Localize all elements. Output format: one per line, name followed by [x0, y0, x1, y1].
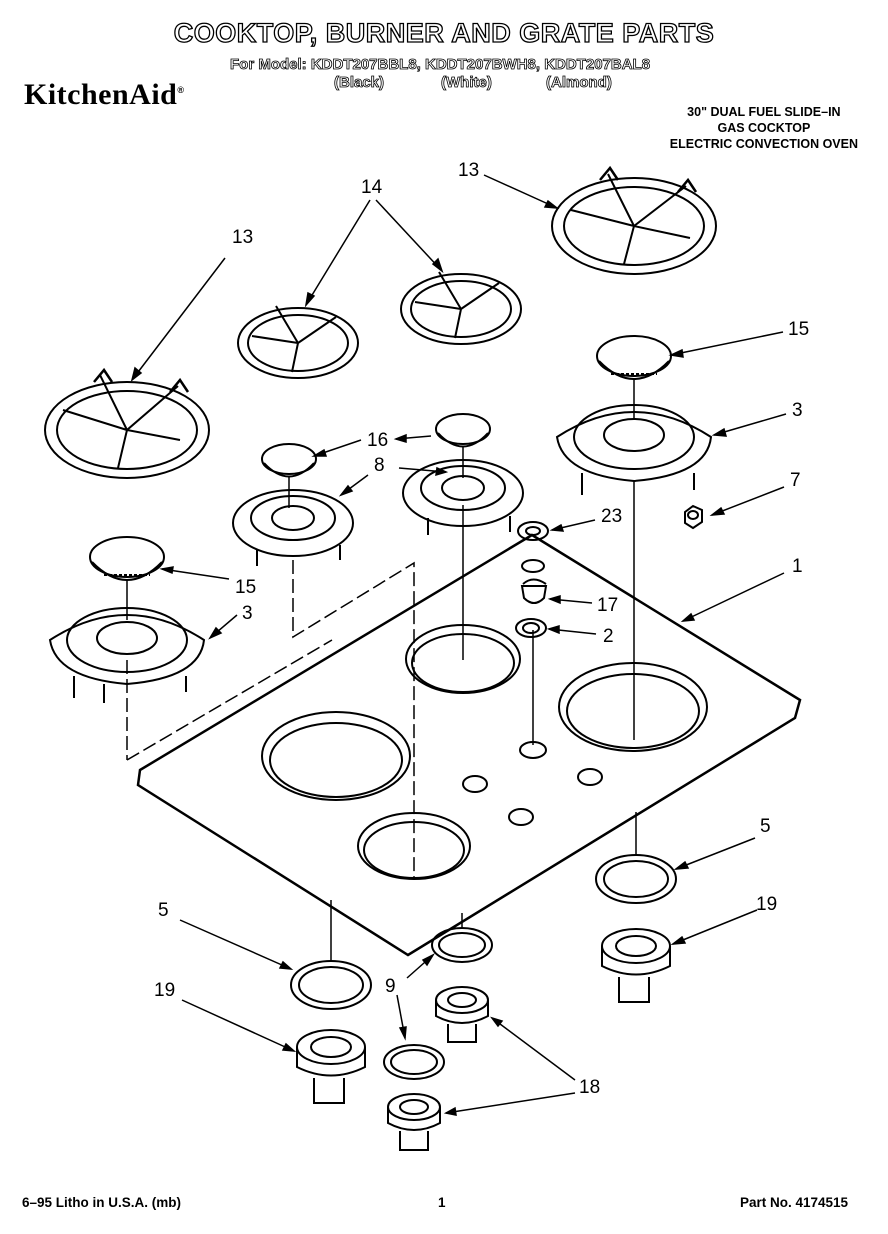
burner-cap-large-left: [89, 536, 165, 581]
callout-9: 9: [385, 976, 396, 997]
page-title: COOKTOP, BURNER AND GRATE PARTS: [173, 17, 715, 48]
page-number: 1: [438, 1195, 446, 1210]
gasket-small-upper: [431, 927, 493, 963]
callout-1: 1: [792, 556, 803, 577]
callout-3: 3: [792, 400, 803, 421]
burner-head-left: [296, 1029, 366, 1104]
nut: [684, 504, 703, 530]
grate-rear-right: [551, 165, 717, 275]
color-black: (Black): [334, 74, 385, 92]
burner-base-small-left: [232, 489, 354, 566]
grate-small-left: [237, 305, 359, 379]
description-line: ELECTRIC CONVECTION OVEN: [669, 137, 858, 151]
leader-lines: [130, 174, 787, 1116]
burner-cap-small-left: [261, 443, 317, 478]
part-number: Part No. 4174515: [740, 1195, 849, 1210]
callout-15: 15: [788, 319, 809, 340]
orifice-elbow: [520, 559, 548, 604]
litho-note: 6–95 Litho in U.S.A. (mb): [22, 1195, 182, 1210]
brand-logo: KitchenAid®: [24, 78, 185, 111]
callout-2: 2: [603, 626, 614, 647]
callout-8: 8: [374, 455, 385, 476]
callout-17: 17: [597, 595, 618, 616]
callout-13: 13: [458, 160, 479, 181]
callout-16: 16: [367, 430, 388, 451]
model-list: For Model: KDDT207BBL8, KDDT207BWH8, KDD…: [230, 56, 651, 74]
burner-head-small-upper: [435, 986, 489, 1043]
burner-head-small-lower: [387, 1093, 441, 1151]
gasket-right: [595, 854, 677, 904]
grate-small-right: [400, 271, 522, 345]
description-line: 30" DUAL FUEL SLIDE–IN: [687, 105, 841, 119]
callout-numbers: 13 13 14 15 15 3 3 16 8 7 23 1 17 2 5 5 …: [154, 160, 809, 1098]
callout-15: 15: [235, 577, 256, 598]
seal-ring: [515, 618, 547, 638]
callout-23: 23: [601, 506, 622, 527]
burner-cap-small-right: [435, 413, 491, 448]
cooktop-plate: [136, 533, 802, 957]
callout-5: 5: [158, 900, 169, 921]
grate-front-left: [44, 367, 210, 479]
callout-13: 13: [232, 227, 253, 248]
washer: [517, 521, 549, 541]
callout-18: 18: [579, 1077, 600, 1098]
color-white: (White): [441, 74, 493, 92]
callout-14: 14: [361, 177, 383, 198]
callout-5: 5: [760, 816, 771, 837]
callout-19: 19: [756, 894, 777, 915]
gasket-left: [290, 960, 372, 1010]
callout-3: 3: [242, 603, 253, 624]
burner-head-right: [601, 928, 671, 1003]
callout-19: 19: [154, 980, 175, 1001]
alignment-lines: [126, 378, 637, 960]
product-description: 30" DUAL FUEL SLIDE–IN GAS COCKTOP ELECT…: [670, 104, 858, 152]
callout-7: 7: [790, 470, 801, 491]
description-line: GAS COCKTOP: [717, 121, 811, 135]
burner-cap-large-right: [596, 335, 672, 380]
gasket-small-lower: [383, 1044, 445, 1080]
color-almond: (Almond): [546, 74, 613, 92]
